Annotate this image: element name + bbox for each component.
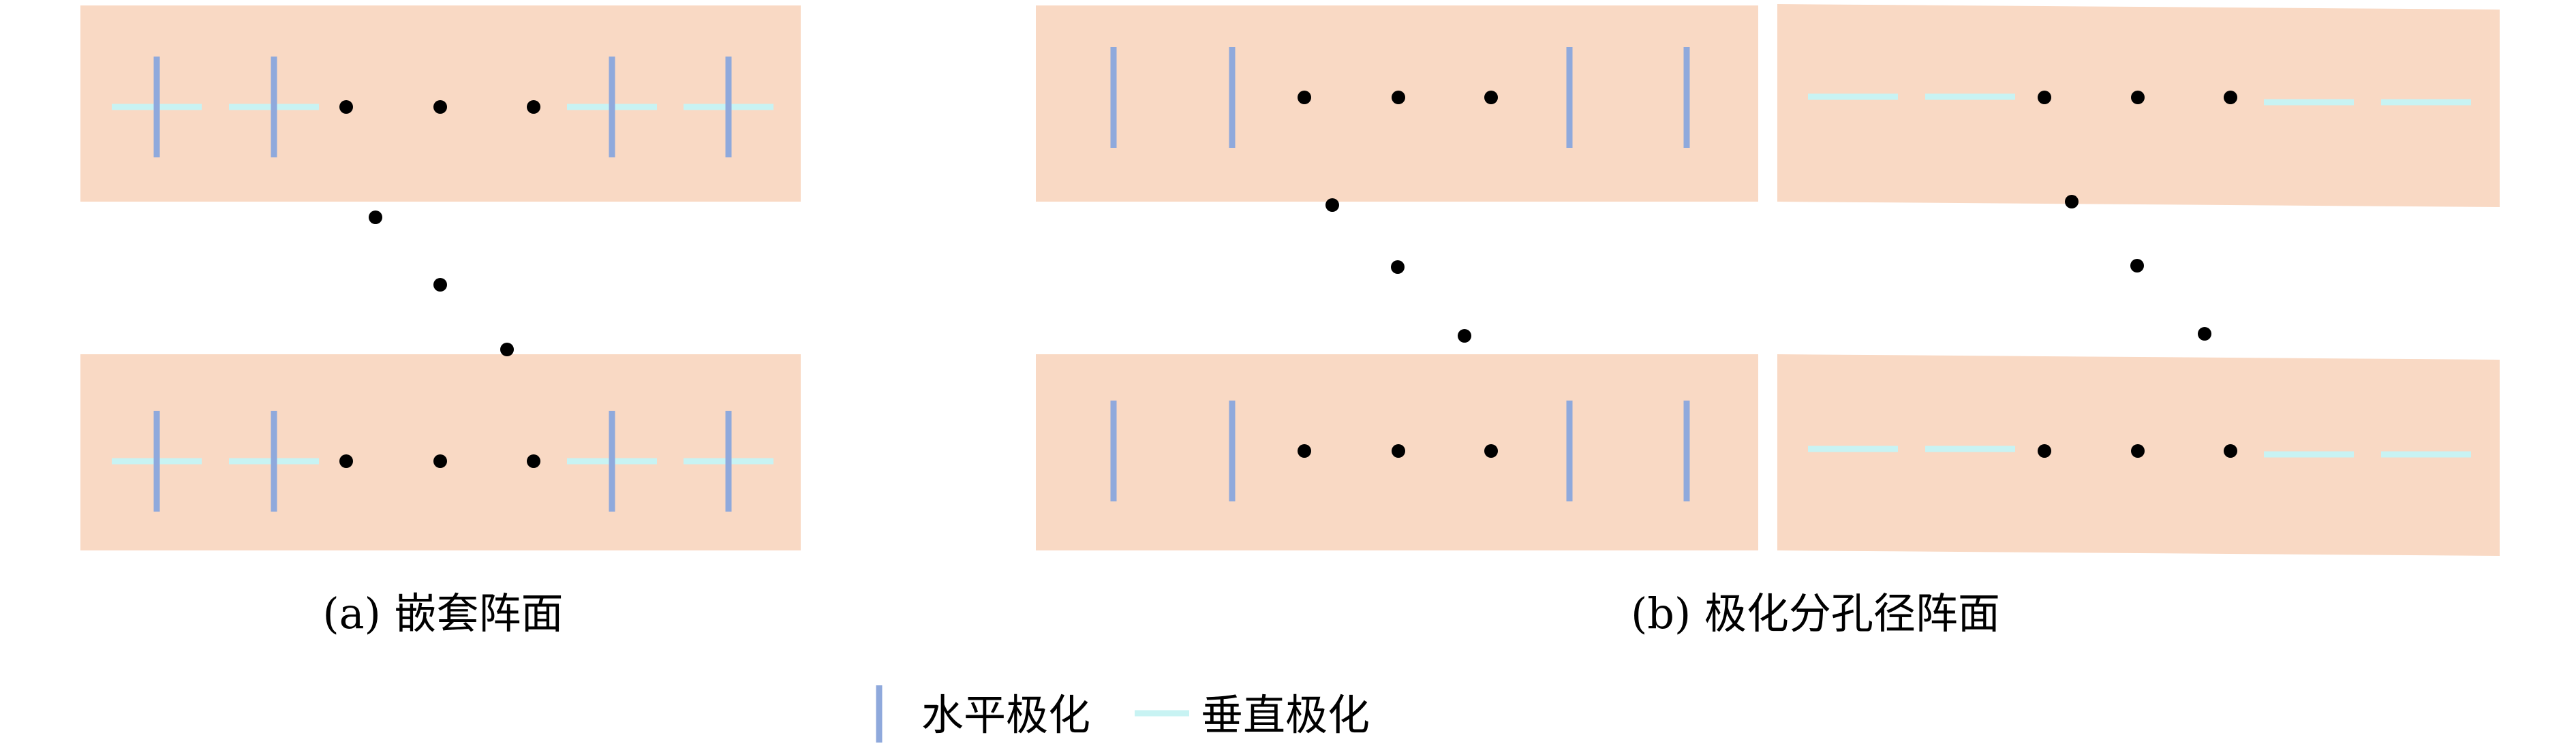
ellipsis-dot-vertical-2 bbox=[433, 278, 447, 292]
ellipsis-dot-left-bottom-3 bbox=[1484, 444, 1498, 458]
ellipsis-dot-bottom-3 bbox=[527, 454, 540, 468]
diagram-a-nested-array bbox=[80, 5, 801, 550]
ellipsis-dot-vertical-3 bbox=[500, 343, 514, 356]
ellipsis-dot-right-vertical-2 bbox=[2130, 259, 2144, 272]
legend: 水平极化 垂直极化 bbox=[876, 685, 1370, 743]
ellipsis-dot-left-vertical-2 bbox=[1391, 260, 1405, 274]
ellipsis-dot-bottom-2 bbox=[433, 454, 447, 468]
ellipsis-dot-bottom-1 bbox=[339, 454, 353, 468]
caption-b: (b) 极化分孔径阵面 bbox=[1631, 589, 2000, 638]
ellipsis-dot-left-vertical-1 bbox=[1325, 198, 1339, 212]
ellipsis-dot-right-top-1 bbox=[2038, 91, 2051, 104]
ellipsis-dot-left-top-1 bbox=[1298, 91, 1311, 104]
ellipsis-dot-top-3 bbox=[527, 100, 540, 114]
ellipsis-dot-top-2 bbox=[433, 100, 447, 114]
ellipsis-dot-right-vertical-1 bbox=[2065, 195, 2079, 208]
ellipsis-dot-left-top-3 bbox=[1484, 91, 1498, 104]
ellipsis-dot-left-bottom-1 bbox=[1298, 444, 1311, 458]
caption-a: (a) 嵌套阵面 bbox=[322, 589, 563, 638]
diagram-b-aperture-array bbox=[1036, 4, 2500, 556]
ellipsis-dot-left-vertical-3 bbox=[1458, 329, 1471, 343]
ellipsis-dot-left-bottom-2 bbox=[1392, 444, 1405, 458]
legend-horizontal-label: 水平极化 bbox=[921, 690, 1090, 740]
ellipsis-dot-vertical-1 bbox=[369, 211, 382, 224]
ellipsis-dot-right-bottom-2 bbox=[2131, 444, 2145, 458]
ellipsis-dot-right-top-3 bbox=[2224, 91, 2237, 104]
right-subarray-panel-top bbox=[1777, 4, 2500, 207]
legend-vertical-label: 垂直极化 bbox=[1201, 690, 1370, 740]
ellipsis-dot-top-1 bbox=[339, 100, 353, 114]
ellipsis-dot-right-vertical-3 bbox=[2198, 327, 2211, 341]
array-panel-bottom bbox=[80, 354, 801, 550]
ellipsis-dot-left-top-2 bbox=[1392, 91, 1405, 104]
ellipsis-dot-right-bottom-3 bbox=[2224, 444, 2237, 458]
ellipsis-dot-right-top-2 bbox=[2131, 91, 2145, 104]
ellipsis-dot-right-bottom-1 bbox=[2038, 444, 2051, 458]
